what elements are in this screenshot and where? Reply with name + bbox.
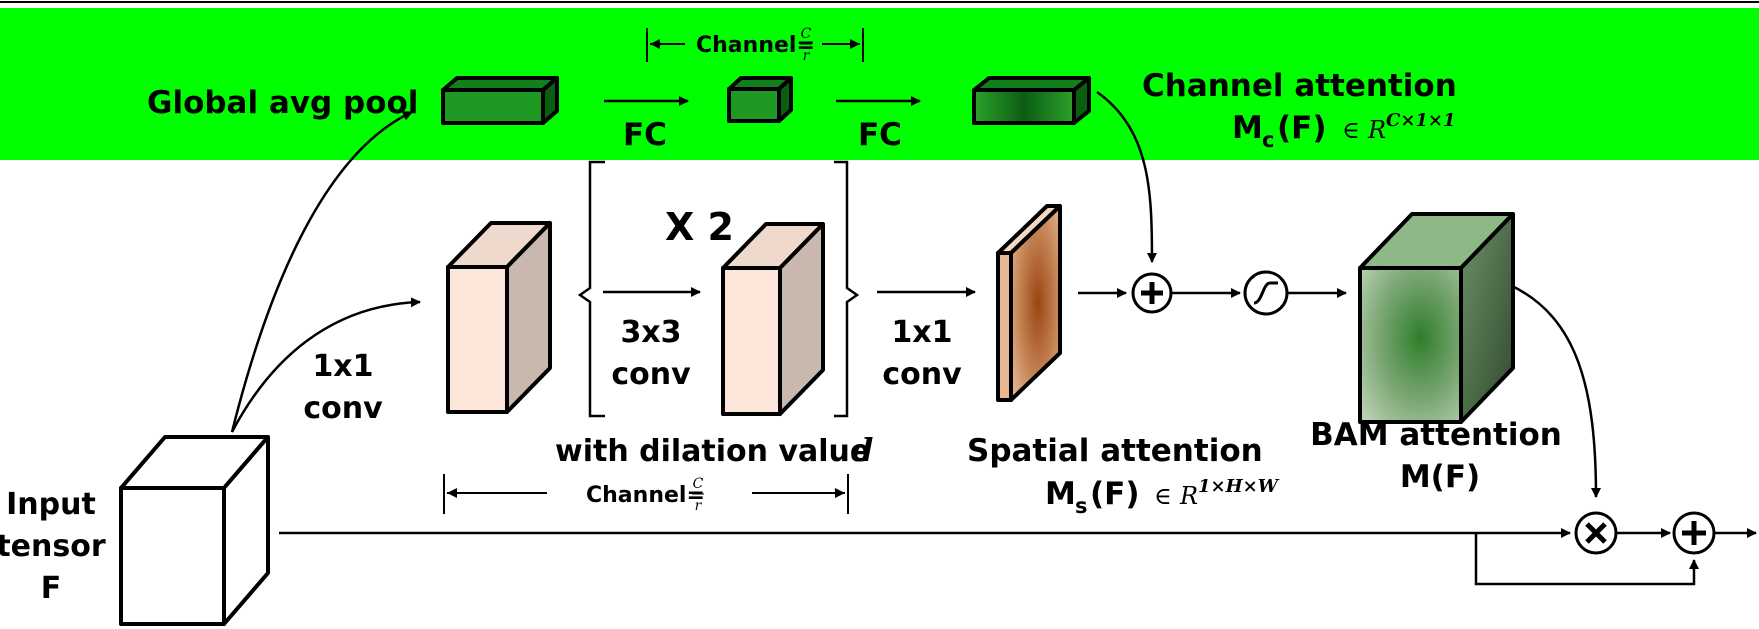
- channel-attention-label: Channel attention: [1142, 68, 1457, 104]
- channel-dimension-bottom: Channel= C r: [443, 474, 849, 514]
- ms-dims: 1×H×W: [1198, 476, 1280, 497]
- multiply-operator: [1574, 511, 1618, 555]
- reduced-feature-block-2: [721, 222, 825, 416]
- mc-space: R: [1367, 116, 1386, 144]
- pooled-vector-block: [441, 76, 559, 125]
- channel-top-num: C: [801, 26, 812, 42]
- conv1x1-a-line1: 1x1: [312, 349, 373, 384]
- mc-arg: (F): [1277, 110, 1327, 146]
- channel-top-den: r: [803, 48, 811, 64]
- left-brace: [577, 160, 605, 418]
- residual-sum-operator: [1672, 511, 1716, 555]
- mc-dims: C×1×1: [1386, 110, 1456, 131]
- ms-arg: (F): [1090, 476, 1140, 512]
- channel-attention-band: [0, 8, 1759, 160]
- bam-formula: M(F): [1400, 459, 1480, 495]
- mc-formula: M c (F) ∈ R C×1×1: [1232, 110, 1456, 152]
- fc-label-1: FC: [623, 117, 667, 153]
- global-avg-pool-label: Global avg pool: [147, 85, 418, 121]
- conv3x3-line1: 3x3: [620, 315, 681, 350]
- spatial-attention-map: [996, 204, 1062, 402]
- arrow-residual-to-sum: [1474, 533, 1699, 586]
- ms-space: R: [1179, 482, 1198, 510]
- conv1x1-b-line2: conv: [882, 357, 962, 392]
- repeat-label: X 2: [665, 205, 734, 249]
- conv1x1-b-line1: 1x1: [891, 315, 952, 350]
- ms-formula: M s (F) ∈ R 1×H×W: [1045, 476, 1280, 518]
- ms-in: ∈: [1154, 482, 1172, 510]
- reduced-vector-block: [727, 76, 793, 123]
- channel-bottom-den: r: [695, 498, 703, 514]
- mc-in: ∈: [1342, 116, 1360, 144]
- channel-attention-block: [972, 76, 1091, 125]
- channel-bottom-label: Channel=: [586, 483, 705, 508]
- right-brace: [834, 160, 860, 418]
- channel-top-label: Channel=: [696, 33, 815, 58]
- arrow-channel-to-sum: [1096, 90, 1157, 263]
- ms-sub: s: [1075, 494, 1088, 518]
- arrow-bam-to-multiply: [1511, 284, 1601, 498]
- mc-sub: c: [1262, 128, 1274, 152]
- channel-dimension-top: Channel= C r: [646, 26, 864, 64]
- sigmoid-icon: [1243, 270, 1289, 316]
- channel-bottom-num: C: [693, 476, 704, 492]
- arrow-input-to-conv: [230, 297, 421, 433]
- input-label-line2: tensor: [0, 529, 106, 564]
- input-label-line3: F: [41, 571, 62, 606]
- fc-label-2: FC: [858, 117, 902, 153]
- mc-m: M: [1232, 110, 1263, 146]
- bam-attention-cube: [1358, 212, 1515, 424]
- dilation-var: d: [851, 431, 873, 469]
- input-tensor-cube: [119, 435, 270, 626]
- reduced-feature-block-1: [446, 221, 552, 414]
- sum-operator: [1131, 272, 1173, 314]
- dilation-label: with dilation value: [555, 434, 870, 469]
- bam-attention-label: BAM attention: [1310, 417, 1562, 453]
- ms-m: M: [1045, 476, 1076, 512]
- conv3x3-line2: conv: [611, 357, 691, 392]
- input-label-line1: Input: [6, 487, 96, 522]
- conv1x1-a-line2: conv: [303, 391, 383, 426]
- spatial-attention-label: Spatial attention: [967, 433, 1263, 469]
- arrow-input-to-pool: [230, 110, 413, 433]
